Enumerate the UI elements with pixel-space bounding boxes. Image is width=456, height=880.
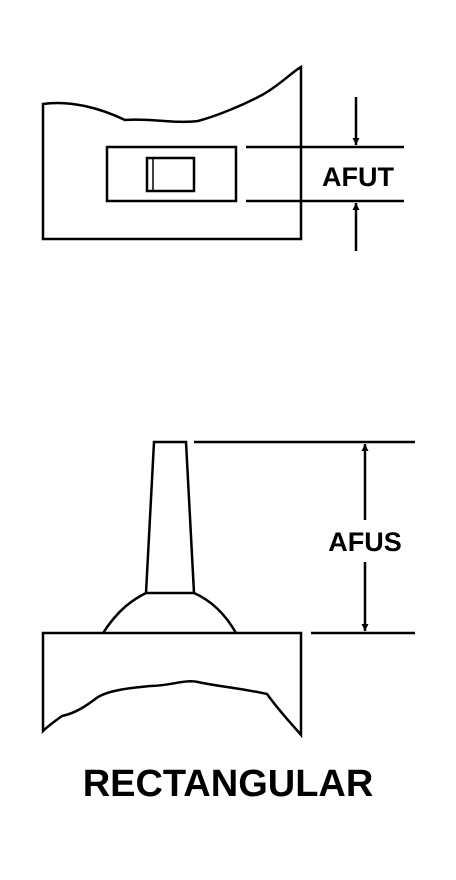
top-slot [105, 145, 238, 203]
diagram-caption: RECTANGULAR [83, 763, 374, 805]
top-view: AFUT [41, 64, 404, 251]
side-stud-shaft [144, 440, 196, 594]
top-plate-outline [41, 64, 303, 241]
afus-label: AFUS [328, 527, 402, 557]
afut-label: AFUT [322, 162, 394, 192]
side-plate-outline [41, 631, 303, 739]
side-stud-fillet [101, 591, 238, 634]
top-stud-head [145, 156, 196, 193]
side-view: AFUS [41, 440, 415, 739]
